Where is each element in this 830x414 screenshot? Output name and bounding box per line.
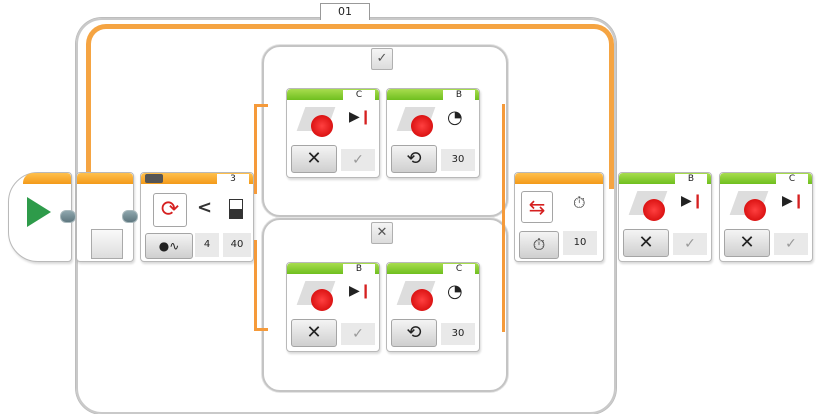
speedometer-icon: ◔ <box>447 107 463 128</box>
motor-port-label[interactable]: C <box>443 264 475 274</box>
loop-seconds-input[interactable]: 10 <box>563 231 597 255</box>
speedometer-icon: ◔ <box>447 281 463 302</box>
loop-plug <box>91 229 123 259</box>
motor-port-label[interactable]: B <box>443 90 475 100</box>
brake-check-input[interactable]: ✓ <box>774 233 808 255</box>
large-motor-icon <box>729 189 769 223</box>
motor-port-label[interactable]: B <box>343 264 375 274</box>
sequence-connector[interactable] <box>60 210 76 223</box>
large-motor-block[interactable]: C ▶❙ ✕ ✓ <box>719 172 813 262</box>
loop-name-label[interactable]: 01 <box>320 3 370 20</box>
switch-wire <box>254 240 257 330</box>
large-motor-icon <box>396 105 436 139</box>
compare-type-input[interactable]: 4 <box>195 233 219 257</box>
switch-wire <box>254 328 268 331</box>
large-motor-icon <box>296 105 336 139</box>
brake-check-input[interactable]: ✓ <box>673 233 707 255</box>
switch-block[interactable]: 3 ⟳ < ●∿ 4 40 <box>140 172 254 262</box>
switch-wire <box>502 104 505 332</box>
motor-port-label[interactable]: B <box>675 174 707 184</box>
loop-mode-icon[interactable]: ⇆ <box>521 191 553 223</box>
large-motor-icon <box>396 279 436 313</box>
motor-mode-off-button[interactable]: ✕ <box>623 229 669 257</box>
brake-check-input[interactable]: ✓ <box>341 149 375 171</box>
brake-check-input[interactable]: ✓ <box>341 323 375 345</box>
large-motor-block[interactable]: B ▶❙ ✕ ✓ <box>618 172 712 262</box>
switch-wire <box>254 104 268 107</box>
large-motor-block[interactable]: C ◔ ⟲ 30 <box>386 262 480 352</box>
sensor-mode-button[interactable]: ●∿ <box>145 233 193 259</box>
large-motor-icon <box>296 279 336 313</box>
power-input[interactable]: 30 <box>441 149 475 171</box>
loop-end-block[interactable]: ⇆ ⏱ ⏱ 10 <box>514 172 604 262</box>
loop-return-wire <box>86 24 614 189</box>
motor-port-label[interactable]: C <box>343 90 375 100</box>
stop-icon: ▶❙ <box>681 193 704 209</box>
motor-port-label[interactable]: C <box>776 174 808 184</box>
case-true-tab[interactable]: ✓ <box>371 48 393 70</box>
stop-icon: ▶❙ <box>782 193 805 209</box>
motor-mode-on-button[interactable]: ⟲ <box>391 319 437 347</box>
loop-mode-button[interactable]: ⏱ <box>519 231 559 259</box>
compare-sensor-icon[interactable]: ⟳ <box>153 193 187 227</box>
large-motor-block[interactable]: C ▶❙ ✕ ✓ <box>286 88 380 178</box>
sequence-connector[interactable] <box>122 210 138 223</box>
stop-icon: ▶❙ <box>349 283 372 299</box>
operator-label: < <box>197 197 213 218</box>
threshold-icon <box>229 199 243 219</box>
power-input[interactable]: 30 <box>441 323 475 345</box>
large-motor-icon <box>628 189 668 223</box>
motor-mode-off-button[interactable]: ✕ <box>291 145 337 173</box>
motor-mode-off-button[interactable]: ✕ <box>724 229 770 257</box>
switch-view-toggle-icon[interactable] <box>145 174 163 183</box>
stop-icon: ▶❙ <box>349 109 372 125</box>
timer-icon: ⏱ <box>573 193 586 212</box>
large-motor-block[interactable]: B ◔ ⟲ 30 <box>386 88 480 178</box>
play-icon[interactable] <box>27 197 51 227</box>
motor-mode-off-button[interactable]: ✕ <box>291 319 337 347</box>
large-motor-block[interactable]: B ▶❙ ✕ ✓ <box>286 262 380 352</box>
motor-mode-on-button[interactable]: ⟲ <box>391 145 437 173</box>
threshold-input[interactable]: 40 <box>223 233 251 257</box>
case-false-tab[interactable]: ✕ <box>371 222 393 244</box>
switch-wire <box>254 104 257 194</box>
sensor-port-label[interactable]: 3 <box>217 174 249 184</box>
